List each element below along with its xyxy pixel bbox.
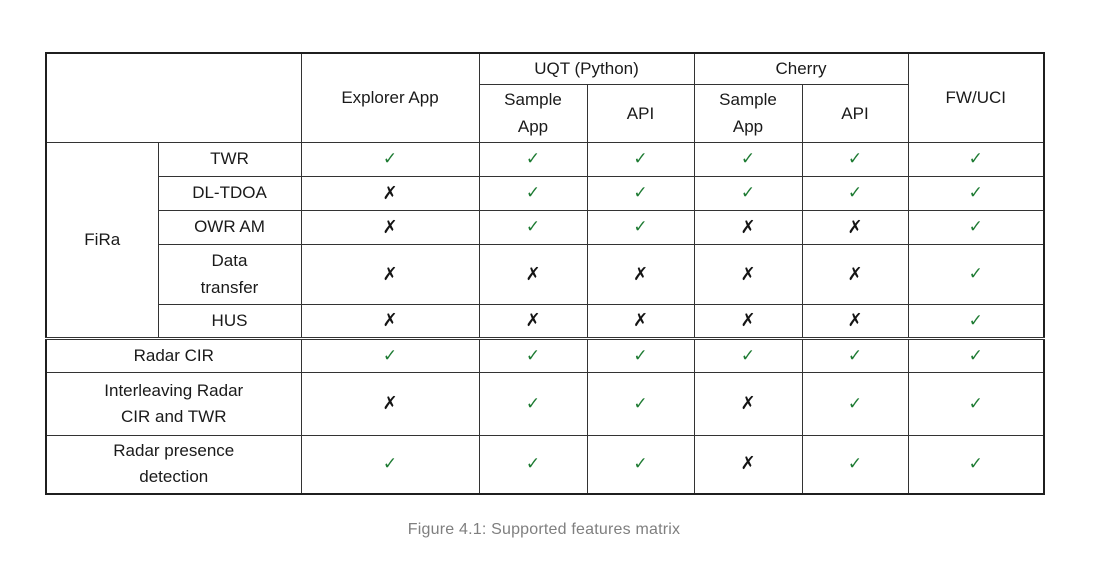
feature-mark: ✓ (693, 142, 803, 178)
column-header-fw-uci: FW/UCI (907, 52, 1045, 144)
column-header-uqt-api: API (586, 84, 695, 144)
column-header-cherry-api: API (801, 84, 909, 144)
feature-mark: ✓ (693, 176, 803, 212)
feature-label: Radar presence detection (45, 434, 302, 495)
feature-mark: ✓ (478, 434, 588, 495)
feature-mark: ✓ (907, 142, 1045, 178)
table-row-radar-presence-detection: Radar presence detection ✓ ✓ ✓ ✗ ✓ ✓ (45, 434, 1045, 495)
feature-mark: ✓ (478, 176, 588, 212)
header-row-groups: Explorer App UQT (Python) Cherry FW/UCI (45, 52, 1045, 144)
feature-mark: ✓ (907, 244, 1045, 306)
feature-label: Radar CIR (45, 336, 302, 373)
feature-mark: ✓ (478, 210, 588, 246)
table-row-radar-cir: Radar CIR ✓ ✓ ✓ ✓ ✓ ✓ (45, 336, 1045, 373)
feature-mark: ✗ (693, 244, 803, 306)
corner-cell (45, 52, 302, 144)
table-row-data-transfer: Data transfer ✗ ✗ ✗ ✗ ✗ ✓ (46, 244, 1045, 306)
feature-mark: ✗ (478, 304, 588, 339)
column-header-uqt-sample-app: Sample App (478, 84, 588, 144)
feature-mark: ✗ (586, 304, 695, 339)
table-row-hus: HUS ✗ ✗ ✗ ✗ ✗ ✓ (46, 304, 1045, 339)
feature-label: OWR AM (157, 210, 302, 246)
feature-mark: ✗ (693, 371, 803, 436)
feature-mark: ✓ (586, 210, 695, 246)
feature-mark: ✓ (586, 371, 695, 436)
table-row-owr-am: OWR AM ✗ ✓ ✓ ✗ ✗ ✓ (46, 210, 1045, 246)
feature-mark: ✗ (300, 371, 480, 436)
feature-mark: ✓ (801, 434, 909, 495)
table-row-dl-tdoa: DL-TDOA ✗ ✓ ✓ ✓ ✓ ✓ (46, 176, 1045, 212)
feature-mark: ✓ (300, 142, 480, 178)
feature-mark: ✗ (586, 244, 695, 306)
feature-mark: ✓ (586, 176, 695, 212)
figure-caption: Figure 4.1: Supported features matrix (407, 520, 681, 538)
feature-mark: ✗ (801, 210, 909, 246)
feature-mark: ✓ (300, 434, 480, 495)
column-header-cherry-sample-app: Sample App (693, 84, 803, 144)
feature-mark: ✗ (693, 210, 803, 246)
feature-mark: ✗ (478, 244, 588, 306)
column-header-explorer-app: Explorer App (300, 52, 480, 144)
feature-mark: ✓ (801, 176, 909, 212)
feature-mark: ✓ (693, 336, 803, 373)
feature-mark: ✓ (478, 371, 588, 436)
feature-mark: ✓ (300, 336, 480, 373)
feature-label: HUS (157, 304, 302, 339)
feature-label: DL-TDOA (157, 176, 302, 212)
feature-mark: ✓ (801, 371, 909, 436)
feature-mark: ✓ (801, 336, 909, 373)
feature-mark: ✓ (907, 371, 1045, 436)
feature-mark: ✓ (478, 142, 588, 178)
feature-mark: ✓ (586, 434, 695, 495)
feature-mark: ✗ (300, 176, 480, 212)
feature-mark: ✓ (907, 210, 1045, 246)
table-row-twr: FiRa TWR ✓ ✓ ✓ ✓ ✓ ✓ (45, 142, 1045, 339)
feature-mark: ✗ (300, 304, 480, 339)
feature-mark: ✓ (586, 336, 695, 373)
header-row-subcolumns: Sample App API Sample App API (46, 84, 1044, 144)
feature-label: TWR (157, 142, 302, 178)
feature-mark: ✓ (907, 176, 1045, 212)
features-matrix-table: Explorer App UQT (Python) Cherry FW/UCI … (45, 52, 1046, 495)
feature-mark: ✗ (693, 304, 803, 339)
column-header-uqt-python: UQT (Python) (478, 52, 695, 86)
feature-mark: ✗ (300, 210, 480, 246)
feature-mark: ✓ (907, 434, 1045, 495)
column-header-cherry: Cherry (693, 52, 909, 86)
feature-label: Interleaving Radar CIR and TWR (45, 371, 302, 436)
feature-label: Data transfer (157, 244, 302, 306)
table-row-interleaving-radar-cir-twr: Interleaving Radar CIR and TWR ✗ ✓ ✓ ✗ ✓… (45, 371, 1045, 436)
feature-mark: ✓ (907, 304, 1045, 339)
feature-mark: ✗ (300, 244, 480, 306)
feature-mark: ✓ (907, 336, 1045, 373)
feature-mark: ✗ (693, 434, 803, 495)
feature-mark: ✓ (586, 142, 695, 178)
feature-mark: ✗ (801, 244, 909, 306)
feature-mark: ✓ (801, 142, 909, 178)
feature-mark: ✗ (801, 304, 909, 339)
row-group-fira: FiRa (45, 142, 159, 339)
feature-mark: ✓ (478, 336, 588, 373)
